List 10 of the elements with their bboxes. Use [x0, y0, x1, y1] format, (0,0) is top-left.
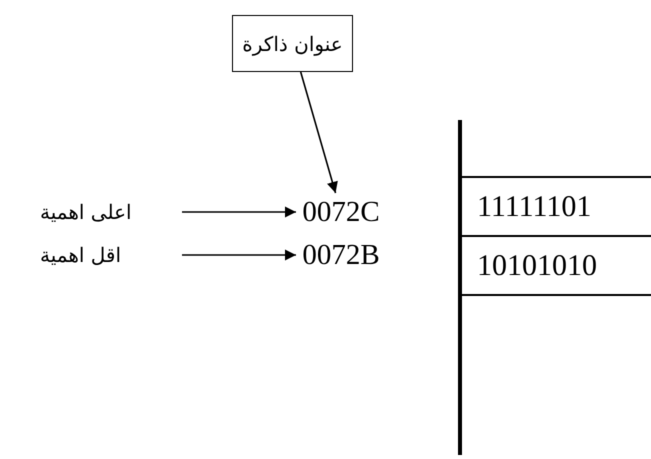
memory-address: 0072B — [296, 236, 386, 274]
memory-address: 0072C — [296, 193, 386, 231]
memory-cell: 11111101 — [461, 176, 651, 237]
byte-significance-label: اعلى اهمية — [40, 194, 182, 230]
arrow — [182, 249, 296, 261]
arrow — [182, 206, 296, 218]
arrow — [300, 72, 338, 194]
label-box: عنوان ذاكرة — [232, 15, 353, 72]
memory-cell: 10101010 — [461, 235, 651, 296]
byte-significance-label: اقل اهمية — [40, 237, 182, 273]
